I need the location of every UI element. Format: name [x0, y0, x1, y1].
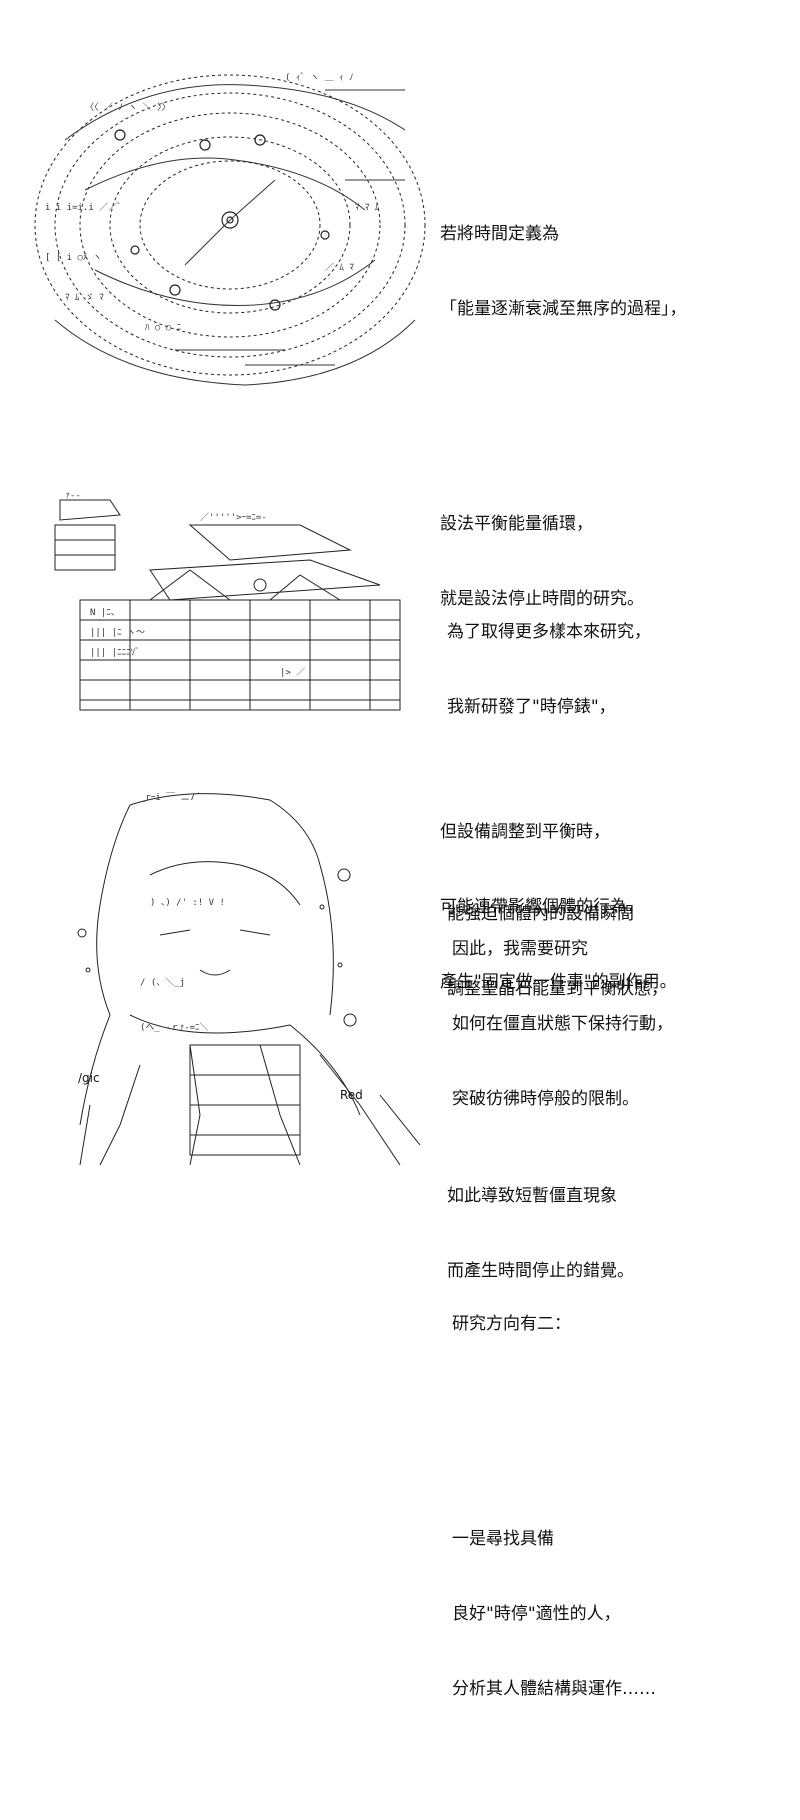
- panel-1: 〈〈 ／ ﾉ ヽ ＼ 〉〉 ( ｨﾞ ヽ ＿ ｨ ﾉ i i i=i.i ／／ﾞ…: [0, 60, 800, 992]
- panel-3-text: 因此，我需要研究 如何在僵直狀態下保持行動， 突破彷彿時停般的限制。 研究方向有…: [452, 837, 673, 1820]
- text-line: 能強迫個體內的設備瞬間: [447, 904, 634, 924]
- panel-2-paragraph-1: 為了取得更多樣本來研究， 我新研發了"時停錶"，: [447, 570, 668, 770]
- gic-label: /gic: [78, 1071, 100, 1085]
- panel-1-paragraph-1: 若將時間定義為 「能量逐漸衰減至無序的過程」，: [440, 172, 687, 372]
- svg-text:_rｰi ￣ ニ7´: _rｰi ￣ ニ7´: [140, 791, 200, 803]
- svg-text:N |ﾆ、: N |ﾆ、: [90, 608, 120, 618]
- svg-text:i i i=i.i ／／ﾞ: i i i=i.i ／／ﾞ: [45, 202, 122, 213]
- svg-text:ﾏ ﾑ ゞ ﾏ: ﾏ ﾑ ゞ ﾏ: [65, 293, 104, 303]
- svg-text:_ｧ‐‐_: _ｧ‐‐_: [60, 491, 87, 501]
- ascii-art-clock-swirl: 〈〈 ／ ﾉ ヽ ＼ 〉〉 ( ｨﾞ ヽ ＿ ｨ ﾉ i i i=i.i ／／ﾞ…: [25, 60, 445, 400]
- panel-1-paragraph-3: 但設備調整到平衡時， 可能連帶影響個體的行為， 產生"固定做一件事"的副作用。: [440, 770, 687, 1045]
- red-label: Red: [340, 1088, 363, 1102]
- text-line: 可能連帶影響個體的行為，: [440, 897, 644, 917]
- svg-text:||| |ﾆﾆﾆｿﾞ: ||| |ﾆﾆﾆｿﾞ: [90, 647, 140, 658]
- svg-text:(ヘ_ -ｒｧ-=ﾆ＼: (ヘ_ -ｒｧ-=ﾆ＼: [140, 1022, 209, 1033]
- clock-swirl-illustration: 〈〈 ／ ﾉ ヽ ＼ 〉〉 ( ｨﾞ ヽ ＿ ｨ ﾉ i i i=i.i ／／ﾞ…: [34, 72, 426, 386]
- text-line: 一是尋找具備: [452, 1529, 554, 1549]
- svg-text:ﾏ ﾏ ﾑ: ﾏ ﾏ ﾑ: [355, 203, 380, 213]
- svg-text:( ｨﾞ ヽ ＿ ｨ ﾉ: ( ｨﾞ ヽ ＿ ｨ ﾉ: [285, 72, 354, 83]
- svg-text:／'''''>ｰ=ﾆ=-: ／'''''>ｰ=ﾆ=-: [200, 512, 267, 523]
- panel-3-paragraph-2: 研究方向有二：: [452, 1262, 673, 1387]
- character-illustration: _rｰi ￣ ニ7´ ) 、) /' :! V ! / (、＼_j (ヘ_ -ｒ…: [77, 791, 421, 1166]
- svg-text:) 、) /' :! V !: ) 、) /' :! V !: [150, 898, 225, 908]
- text-line: 但設備調整到平衡時，: [440, 822, 610, 842]
- svg-text:[ [ i ○ﾒ ヽ: [ [ i ○ﾒ ヽ: [45, 253, 102, 263]
- text-line: 我新研發了"時停錶"，: [447, 697, 616, 717]
- text-line: 突破彷彿時停般的限制。: [452, 1089, 639, 1109]
- stasis-device-illustration: _ｧ‐‐_ ／'''''>ｰ=ﾆ=- N |ﾆ、 ||| |ﾆ ヽ〜 ||| |…: [54, 491, 401, 711]
- text-line: 研究方向有二：: [452, 1314, 571, 1334]
- text-line: 若將時間定義為: [440, 224, 559, 244]
- text-line: 就是設法停止時間的研究。: [440, 589, 644, 609]
- svg-text:／ ﾑ ﾏ: ／ ﾑ ﾏ: [325, 262, 354, 273]
- panel-3-paragraph-3: 一是尋找具備 良好"時停"適性的人， 分析其人體結構與運作……: [452, 1477, 673, 1752]
- text-line: 設法平衡能量循環，: [440, 514, 593, 534]
- ascii-art-machine: _ｧ‐‐_ ／'''''>ｰ=ﾆ=- N |ﾆ、 ||| |ﾆ ヽ〜 ||| |…: [50, 490, 470, 730]
- panel-3: _rｰi ￣ ニ7´ ) 、) /' :! V ! / (、＼_j (ヘ_ -ｒ…: [0, 785, 800, 1699]
- text-line: 因此，我需要研究: [452, 939, 588, 959]
- svg-text:〈〈 ／ ﾉ ヽ ＼ 〉〉: 〈〈 ／ ﾉ ヽ ＼ 〉〉: [85, 102, 171, 113]
- text-line: 產生"固定做一件事"的副作用。: [440, 972, 677, 992]
- text-line: 調整聖晶石能量到平衡狀態，: [447, 979, 668, 999]
- panel-1-paragraph-2: 設法平衡能量循環， 就是設法停止時間的研究。: [440, 462, 687, 662]
- ascii-art-character: _rｰi ￣ ニ7´ ) 、) /' :! V ! / (、＼_j (ヘ_ -ｒ…: [40, 785, 460, 1175]
- text-line: 為了取得更多樣本來研究，: [447, 622, 651, 642]
- svg-text:||| |ﾆ ヽ〜: ||| |ﾆ ヽ〜: [90, 628, 145, 638]
- svg-text:ﾊ ○ ○ ﾆ: ﾊ ○ ○ ﾆ: [145, 323, 182, 333]
- svg-text:/ (、＼_j: / (、＼_j: [140, 977, 185, 988]
- panel-1-text: 若將時間定義為 「能量逐漸衰減至無序的過程」， 設法平衡能量循環， 就是設法停止…: [440, 122, 687, 1113]
- panel-2: _ｧ‐‐_ ／'''''>ｰ=ﾆ=- N |ﾆ、 ||| |ﾆ ヽ〜 ||| |…: [0, 490, 800, 1281]
- svg-text:|> ／: |> ／: [280, 667, 305, 678]
- text-line: 「能量逐漸衰減至無序的過程」，: [440, 299, 687, 319]
- text-line: 分析其人體結構與運作……: [452, 1679, 656, 1699]
- panel-2-paragraph-2: 能強迫個體內的設備瞬間 調整聖晶石能量到平衡狀態，: [447, 852, 668, 1052]
- panel-3-paragraph-1: 因此，我需要研究 如何在僵直狀態下保持行動， 突破彷彿時停般的限制。: [452, 887, 673, 1162]
- text-line: 良好"時停"適性的人，: [452, 1604, 621, 1624]
- text-line: 如何在僵直狀態下保持行動，: [452, 1014, 673, 1034]
- panel-2-text: 為了取得更多樣本來研究， 我新研發了"時停錶"， 能強迫個體內的設備瞬間 調整聖…: [447, 520, 668, 1402]
